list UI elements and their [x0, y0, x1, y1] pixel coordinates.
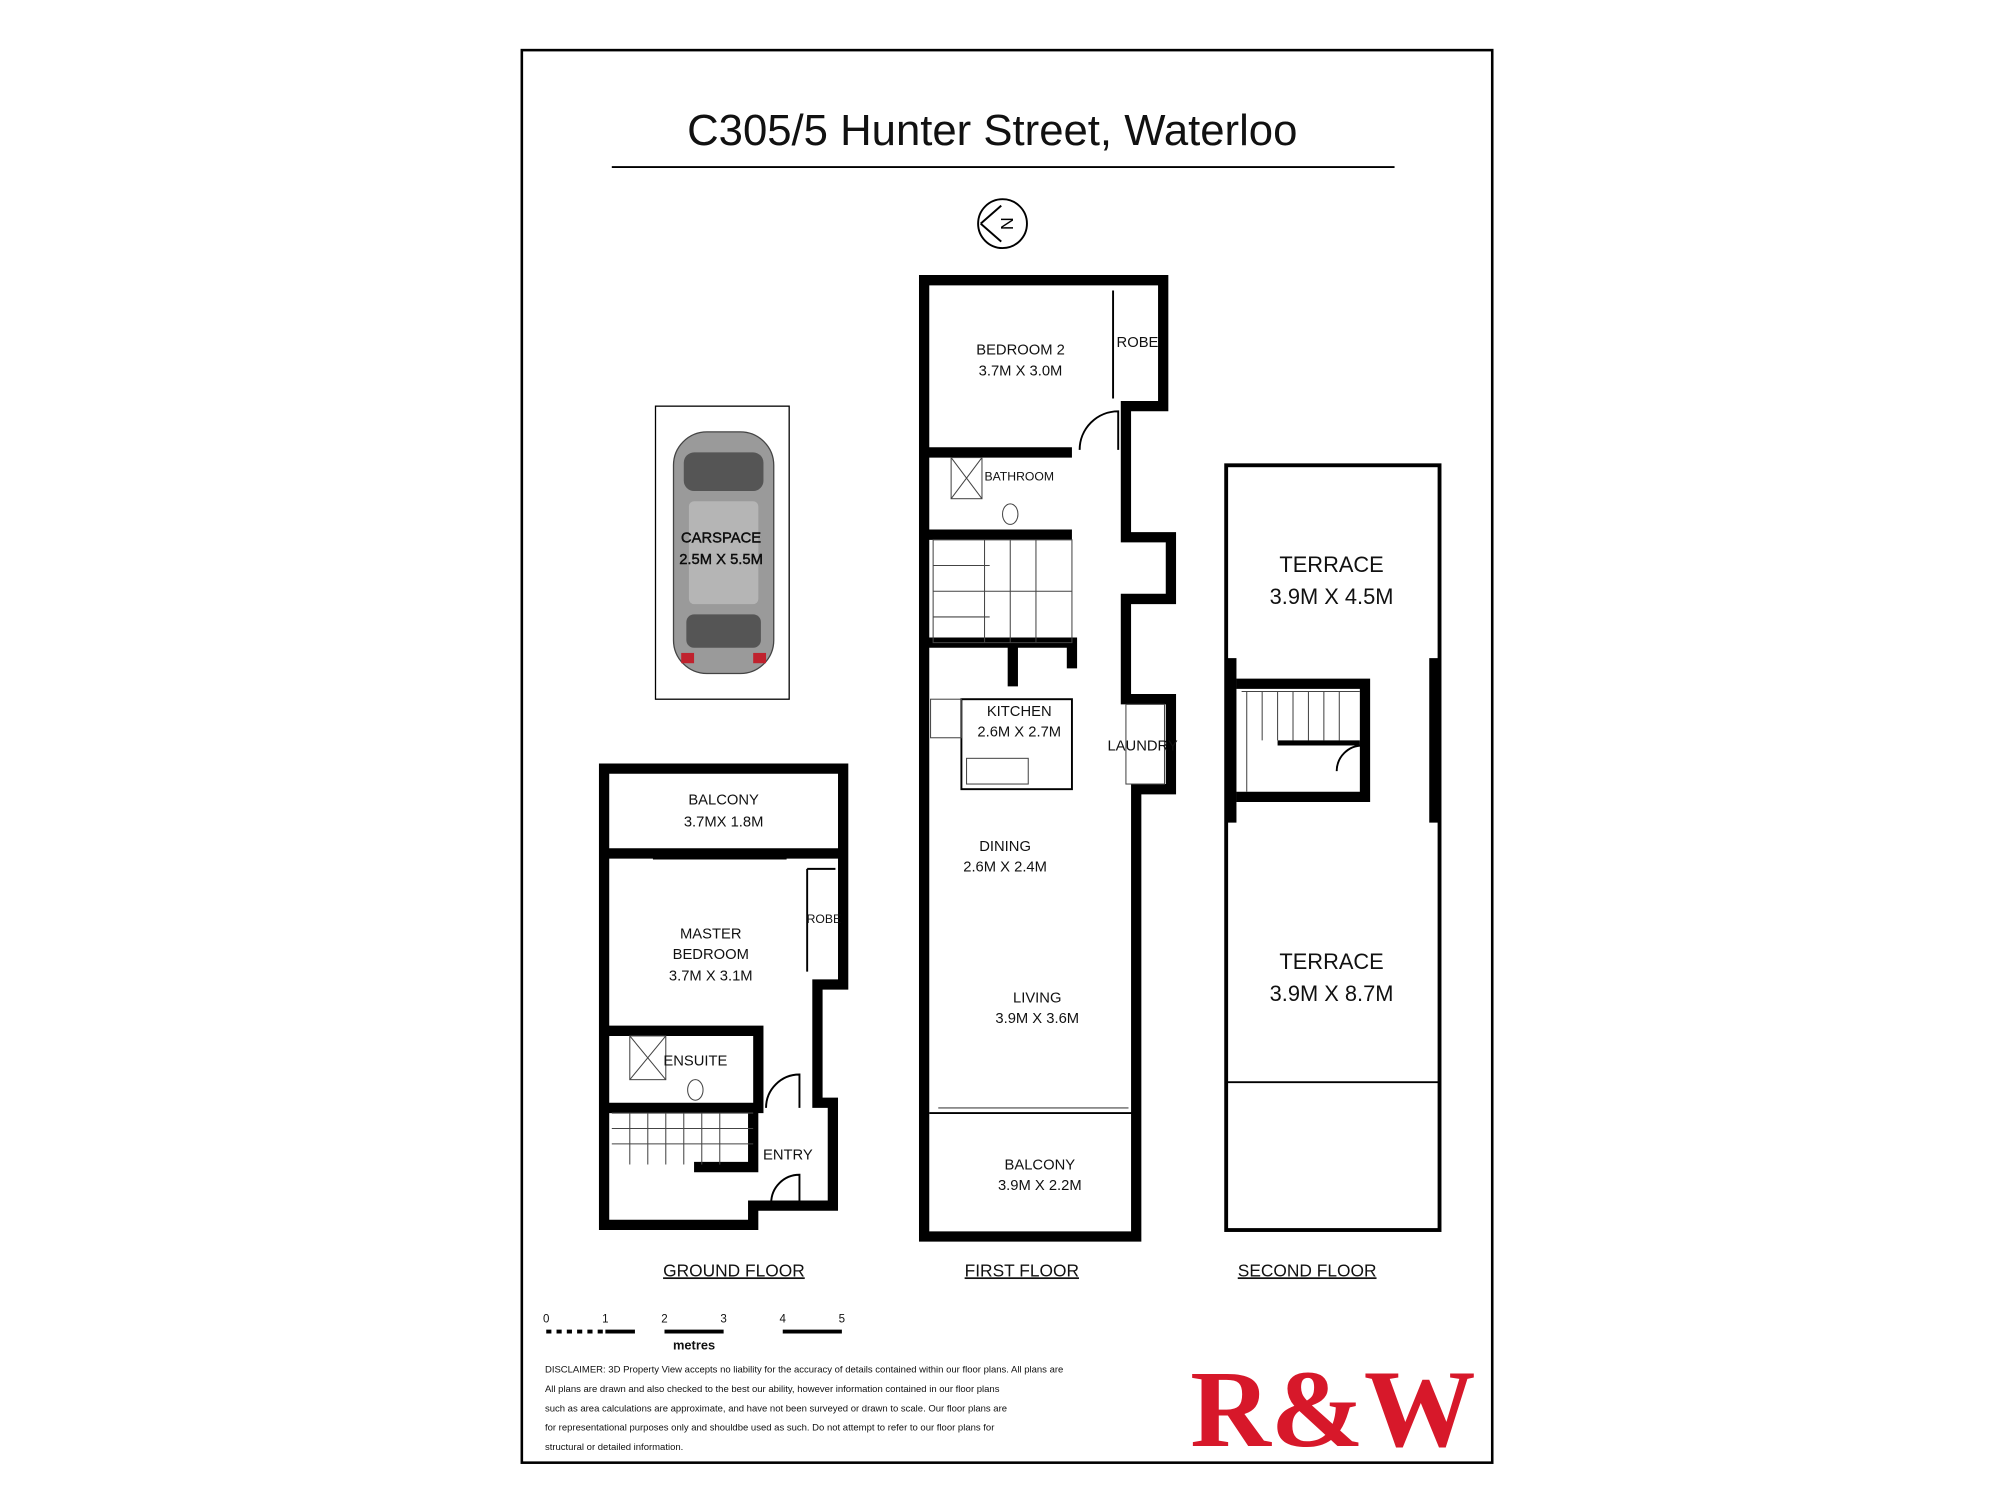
living-label: LIVING — [1013, 991, 1061, 1007]
ground-floor-plan: BALCONY 3.7MX 1.8M MASTER BEDROOM 3.7M X… — [598, 763, 849, 1231]
master-bedroom-label-1: MASTER — [680, 926, 742, 942]
cooktop-icon — [930, 698, 962, 739]
north-compass-icon: N — [977, 198, 1028, 250]
first-balcony-size: 3.9M X 2.2M — [998, 1178, 1082, 1194]
svg-text:structural or detailed informa: structural or detailed information. — [545, 1442, 683, 1453]
rw-logo: R&W — [1190, 1348, 1475, 1470]
svg-text:3: 3 — [720, 1314, 726, 1326]
svg-text:0: 0 — [543, 1314, 549, 1326]
terrace2-size: 3.9M X 8.7M — [1270, 981, 1394, 1006]
kitchen-size: 2.6M X 2.7M — [977, 724, 1061, 740]
carspace: CARSPACE 2.5M X 5.5M — [654, 405, 790, 700]
ground-floor-label: GROUND FLOOR — [663, 1260, 805, 1280]
sink-icon — [966, 757, 1029, 785]
master-bedroom-size: 3.7M X 3.1M — [669, 969, 753, 985]
second-floor-plan: TERRACE 3.9M X 4.5M TERRACE 3.9M X 8.7M — [1224, 463, 1442, 1232]
first-robe-label: ROBE — [1117, 335, 1159, 351]
svg-text:1: 1 — [602, 1314, 608, 1326]
carspace-size: 2.5M X 5.5M — [679, 552, 763, 568]
ground-robe-label: ROBE — [807, 912, 842, 926]
page-title: C305/5 Hunter Street, Waterloo — [687, 106, 1297, 155]
first-floor-label: FIRST FLOOR — [965, 1260, 1079, 1280]
second-floor-label: SECOND FLOOR — [1238, 1260, 1377, 1280]
master-bedroom-label-2: BEDROOM — [673, 947, 749, 963]
entry-label: ENTRY — [763, 1147, 813, 1163]
svg-text:5: 5 — [839, 1314, 845, 1326]
first-floor-plan: BEDROOM 2 3.7M X 3.0M ROBE BATHROOM KITC… — [918, 275, 1178, 1242]
stairs-icon — [932, 539, 1073, 644]
laundry-label: LAUNDRY — [1107, 739, 1177, 755]
svg-text:DISCLAIMER: 3D Property View a: DISCLAIMER: 3D Property View accepts no … — [545, 1365, 1063, 1376]
kitchen-label: KITCHEN — [987, 704, 1052, 720]
disclaimer: DISCLAIMER: 3D Property View accepts no … — [545, 1365, 1063, 1453]
dining-label: DINING — [979, 839, 1031, 855]
bedroom2-size: 3.7M X 3.0M — [979, 363, 1063, 379]
svg-text:4: 4 — [780, 1314, 787, 1326]
svg-text:2: 2 — [661, 1314, 667, 1326]
stairs-icon — [611, 1112, 754, 1165]
svg-text:All plans are drawn and also c: All plans are drawn and also checked to … — [545, 1384, 1000, 1395]
stairs-icon — [1241, 690, 1360, 792]
bathroom-label: BATHROOM — [984, 470, 1054, 484]
scale-bar: 0 1 2 3 4 5 metres — [543, 1314, 845, 1353]
svg-text:for representational purposes: for representational purposes only and s… — [545, 1423, 994, 1434]
living-size: 3.9M X 3.6M — [995, 1011, 1079, 1027]
first-balcony-label: BALCONY — [1005, 1158, 1076, 1174]
ground-balcony-label: BALCONY — [688, 793, 759, 809]
car-icon — [672, 431, 775, 675]
svg-text:N: N — [997, 217, 1017, 230]
dining-size: 2.6M X 2.4M — [963, 859, 1047, 875]
terrace2-label: TERRACE — [1279, 949, 1383, 974]
svg-text:such as area calculations are: such as area calculations are approximat… — [545, 1403, 1007, 1414]
terrace1-size: 3.9M X 4.5M — [1270, 584, 1394, 609]
ground-balcony-size: 3.7MX 1.8M — [684, 814, 764, 830]
page-frame — [520, 48, 1494, 1464]
carspace-label: CARSPACE — [681, 530, 761, 546]
bedroom2-label: BEDROOM 2 — [976, 343, 1065, 359]
terrace1-label: TERRACE — [1279, 552, 1383, 577]
svg-text:metres: metres — [673, 1338, 715, 1353]
ensuite-label: ENSUITE — [663, 1054, 727, 1070]
